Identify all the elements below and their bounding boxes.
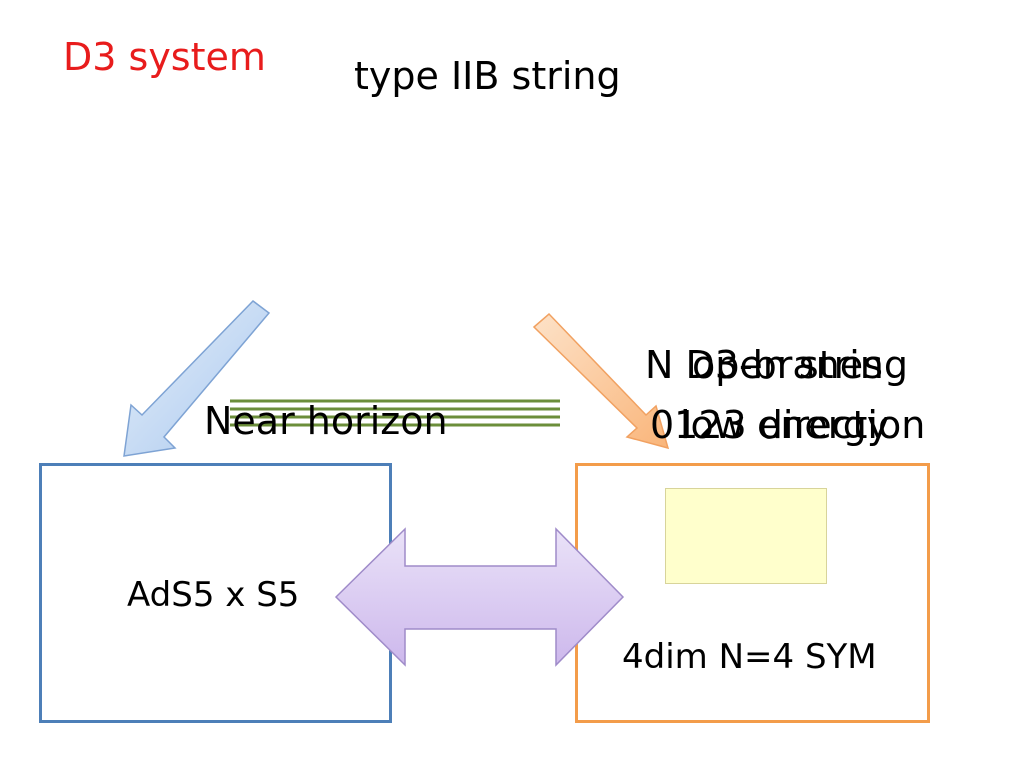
ads-label: AdS5 x S5: [127, 575, 300, 615]
low-energy-label: low energy: [680, 403, 890, 447]
open-string-label: open string: [692, 343, 908, 387]
purple-double-arrow-icon: [334, 527, 625, 667]
brane-label-line2: 0123 direction: [650, 403, 926, 447]
slide-title: D3 system: [63, 35, 266, 79]
near-horizon-label: Near horizon: [204, 399, 448, 443]
sym-label: 4dim N=4 SYM: [622, 637, 877, 677]
slide-subtitle: type IIB string: [354, 54, 621, 98]
brane-label-line1: N D3-branes: [645, 343, 883, 387]
green-brane-lines: [230, 399, 560, 427]
brane-rectangle: [665, 488, 827, 584]
blue-diagonal-arrow-icon: [123, 300, 271, 457]
orange-diagonal-arrow-icon: [532, 312, 670, 450]
ads-box: [39, 463, 392, 723]
